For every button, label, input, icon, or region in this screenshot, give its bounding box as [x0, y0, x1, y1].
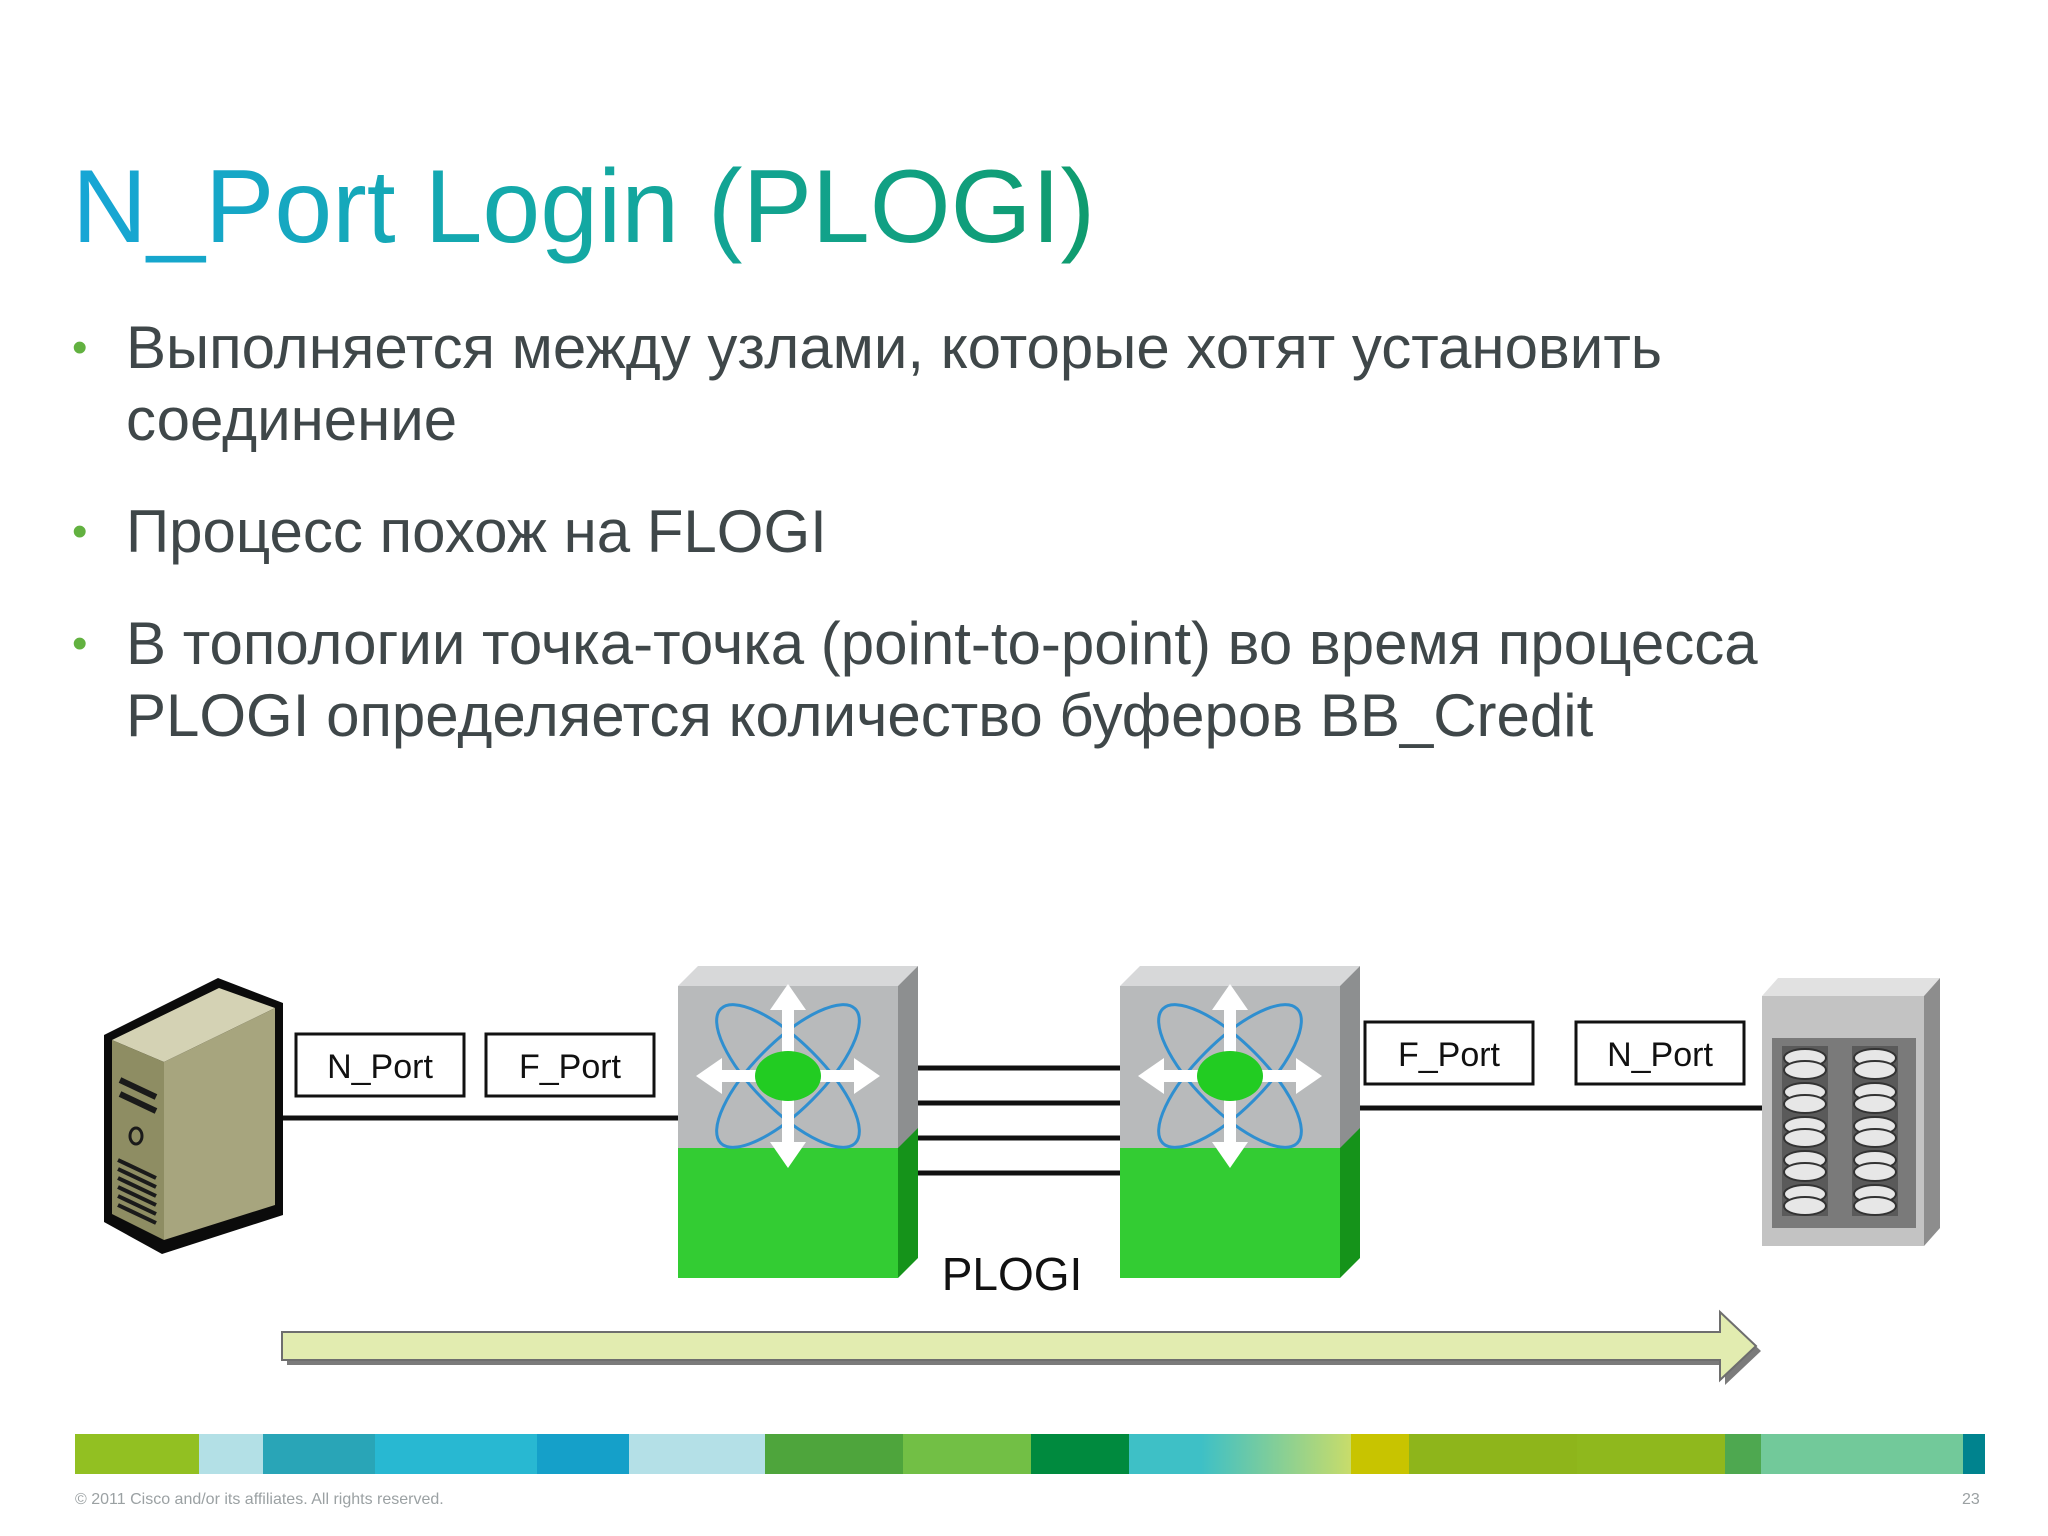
bullet-marker: • — [72, 323, 88, 372]
bullet-list: • Выполняется между узлами, которые хотят… — [72, 312, 1952, 792]
plogi-flow-arrow — [281, 1309, 1758, 1383]
port-box-n-port-right: N_Port — [1574, 1020, 1746, 1086]
port-label: F_Port — [1398, 1036, 1501, 1074]
bullet-item: • Процесс похож на FLOGI — [72, 496, 1952, 568]
port-box-f-port-left: F_Port — [484, 1032, 656, 1098]
bullet-text: Выполняется между узлами, которые хотят … — [126, 314, 1663, 453]
port-box-n-port-left: N_Port — [294, 1032, 466, 1098]
port-box-f-port-right: F_Port — [1363, 1020, 1535, 1086]
bullet-marker: • — [72, 507, 88, 556]
storage-array-icon — [1762, 978, 1940, 1246]
decorative-color-bar — [75, 1434, 1985, 1474]
bullet-item: • Выполняется между узлами, которые хотят… — [72, 312, 1952, 456]
switch-icon — [1118, 964, 1362, 1280]
page-number: 23 — [1962, 1491, 1980, 1508]
switch-icon — [676, 964, 920, 1280]
bullet-text: Процесс похож на FLOGI — [126, 498, 827, 565]
server-icon — [104, 978, 283, 1254]
flow-label: PLOGI — [942, 1248, 1083, 1300]
bullet-item: • В топологии точка-точка (point-to-point… — [72, 608, 1952, 752]
bullet-text: В топологии точка-точка (point-to-point)… — [126, 610, 1758, 749]
port-label: N_Port — [327, 1048, 433, 1086]
port-label: N_Port — [1607, 1036, 1713, 1074]
bullet-marker: • — [72, 619, 88, 668]
port-label: F_Port — [519, 1048, 622, 1086]
copyright-footer: © 2011 Cisco and/or its affiliates. All … — [75, 1491, 444, 1508]
slide-title: N_Port Login (PLOGI) — [72, 149, 1096, 265]
